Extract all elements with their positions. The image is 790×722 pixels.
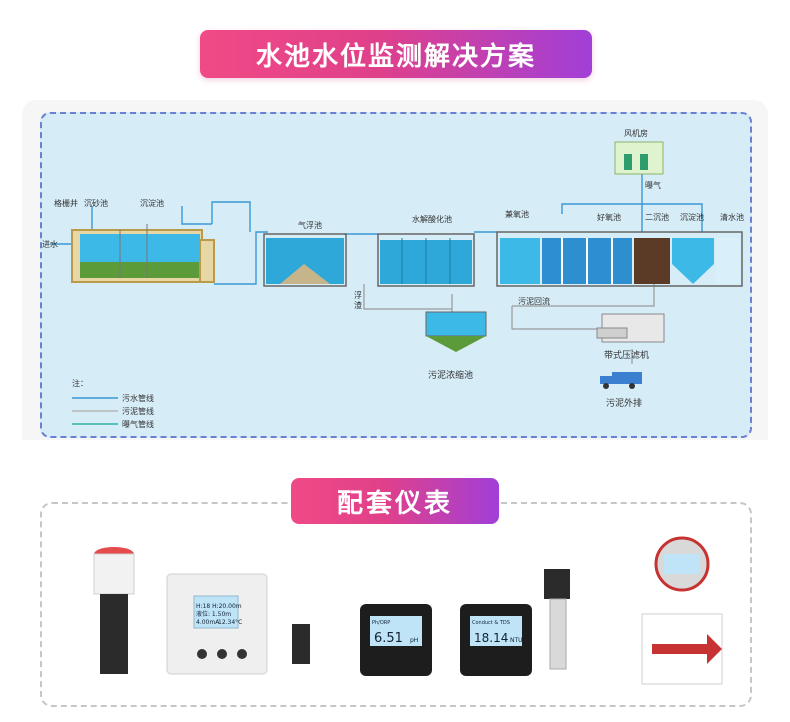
truck-icon xyxy=(600,372,642,389)
label-anoxic: 兼氧池 xyxy=(505,209,529,219)
ph-meter-unit: pH xyxy=(410,637,418,644)
controller-line2: 液位: 1.50m xyxy=(196,610,231,618)
process-diagram: 格栅井 沉砂池 沉淀池 进水 气浮池 水解酸化池 兼氧池 好氧池 二沉池 沉淀池… xyxy=(40,112,752,438)
label-filter-press: 带式压滤机 xyxy=(604,349,649,361)
label-inlet: 进水 xyxy=(42,239,58,249)
legend-note: 注： xyxy=(72,378,88,388)
label-air-flotation: 气浮池 xyxy=(298,220,322,230)
biological-tanks xyxy=(496,231,743,287)
label-blower-room: 风机房 xyxy=(624,128,648,138)
page-title: 水池水位监测解决方案 xyxy=(255,41,536,72)
legend-item-sludge: 污泥管线 xyxy=(122,406,154,416)
ph-meter-icon xyxy=(360,604,432,676)
label-scum-1: 浮 xyxy=(354,290,362,300)
conductivity-meter-icon xyxy=(460,604,532,676)
controller-line4: 12.34°C xyxy=(218,619,242,626)
label-sludge-thickener: 污泥浓缩池 xyxy=(428,369,473,381)
label-sludge-out: 污泥外排 xyxy=(606,397,642,409)
label-grit-tank: 沉砂池 xyxy=(84,198,108,208)
legend-item-sewage: 污水管线 xyxy=(122,393,154,403)
page-title-banner: 水池水位监测解决方案 xyxy=(200,30,592,78)
label-clear-water: 清水池 xyxy=(720,212,744,222)
label-settling-tank-1: 沉淀池 xyxy=(140,198,164,208)
label-scum-2: 渣 xyxy=(354,300,362,310)
pretreatment-tanks xyxy=(71,224,215,283)
filter-press xyxy=(596,313,665,343)
level-controller-icon xyxy=(166,573,310,675)
label-settling-tank-2: 沉淀池 xyxy=(680,212,704,222)
label-aerobic: 好氧池 xyxy=(597,212,621,222)
sewage-pipes xyxy=(50,174,703,285)
instruments-svg: H:18 H:20.00m 液位: 1.50m 4.00mA 12.34°C P… xyxy=(93,536,723,685)
label-secondary-settling: 二沉池 xyxy=(645,212,669,222)
label-aeration: 曝气 xyxy=(645,180,661,190)
conductivity-meter-unit: NTU xyxy=(510,637,523,644)
pressure-transmitter-icon xyxy=(544,569,570,670)
controller-line3: 4.00mA xyxy=(196,619,220,626)
legend-item-aeration: 曝气管线 xyxy=(122,419,154,429)
process-diagram-svg: 格栅井 沉砂池 沉淀池 进水 气浮池 水解酸化池 兼氧池 好氧池 二沉池 沉淀池… xyxy=(42,128,744,429)
label-sludge-return: 污泥回流 xyxy=(518,296,550,306)
ph-meter-header: Ph/ORP xyxy=(372,620,390,626)
controller-line1: H:18 H:20.00m xyxy=(196,603,242,610)
conductivity-meter-value: 18.14 xyxy=(474,631,508,645)
air-flotation-tank xyxy=(263,233,347,287)
section-title: 配套仪表 xyxy=(336,488,453,519)
ultrasonic-sensor-icon xyxy=(93,547,135,674)
hydrolysis-tank xyxy=(377,233,475,287)
label-grille-well: 格栅井 xyxy=(54,198,78,208)
ph-meter-value: 6.51 xyxy=(374,631,403,646)
sludge-thickener xyxy=(425,311,487,352)
conductivity-meter-header: Conduct & TDS xyxy=(472,620,510,626)
legend-lines xyxy=(72,397,118,425)
blower-room xyxy=(614,141,664,175)
instruments-panel: H:18 H:20.00m 液位: 1.50m 4.00mA 12.34°C P… xyxy=(40,502,752,707)
sludge-pipes xyxy=(363,284,655,364)
electromagnetic-flowmeter-icon xyxy=(641,536,723,685)
label-hydrolysis: 水解酸化池 xyxy=(412,214,452,224)
section-title-banner: 配套仪表 xyxy=(291,478,499,524)
